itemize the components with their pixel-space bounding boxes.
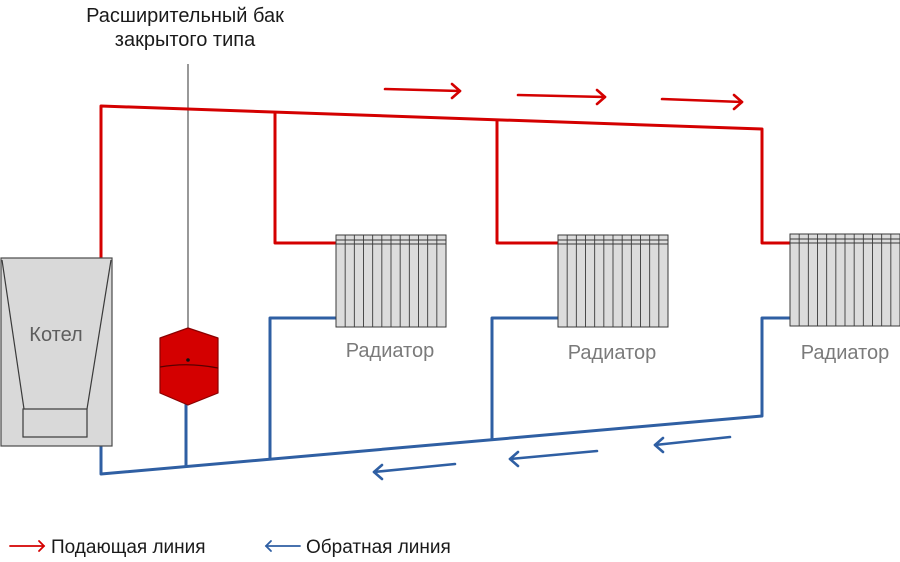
boiler: Котел (0, 257, 113, 447)
radiator-3 (789, 233, 900, 327)
return-flow-arrows (372, 435, 732, 481)
legend-supply-arrow-icon (9, 540, 46, 552)
radiator-3-label: Радиатор (801, 342, 890, 364)
expansion-tank-anchor-dot (186, 358, 190, 362)
return-branch-1 (268, 316, 336, 460)
supply-arrow-2 (516, 88, 607, 106)
supply-arrow-1 (383, 82, 462, 100)
supply-flow-arrows (383, 82, 744, 111)
supply-main-pipe (99, 104, 790, 258)
boiler-burner-box (22, 408, 88, 438)
return-branch-2 (490, 316, 558, 440)
legend: Подающая линия Обратная линия (9, 537, 451, 558)
return-arrow-3 (653, 435, 732, 454)
expansion-tank-label-line1: Расширительный бак (86, 5, 284, 27)
radiator-1 (335, 234, 447, 328)
return-arrow-1 (372, 462, 457, 481)
radiator-2-label: Радиатор (568, 342, 657, 364)
supply-branch-2 (495, 120, 558, 245)
expansion-tank-label-line2: закрытого типа (115, 29, 256, 51)
boiler-label: Котел (29, 324, 82, 346)
expansion-tank (159, 327, 219, 406)
return-main-pipe (99, 316, 790, 476)
supply-line (99, 104, 790, 258)
radiator-2 (557, 234, 669, 328)
legend-supply-label: Подающая линия (51, 537, 206, 558)
return-arrow-2 (508, 449, 599, 468)
supply-arrow-3 (660, 93, 744, 111)
legend-return-arrow-icon (264, 540, 301, 552)
radiator-1-label: Радиатор (346, 340, 435, 362)
legend-return-label: Обратная линия (306, 537, 451, 558)
radiators (335, 233, 900, 328)
return-line (99, 316, 790, 476)
supply-branch-1 (273, 112, 336, 245)
